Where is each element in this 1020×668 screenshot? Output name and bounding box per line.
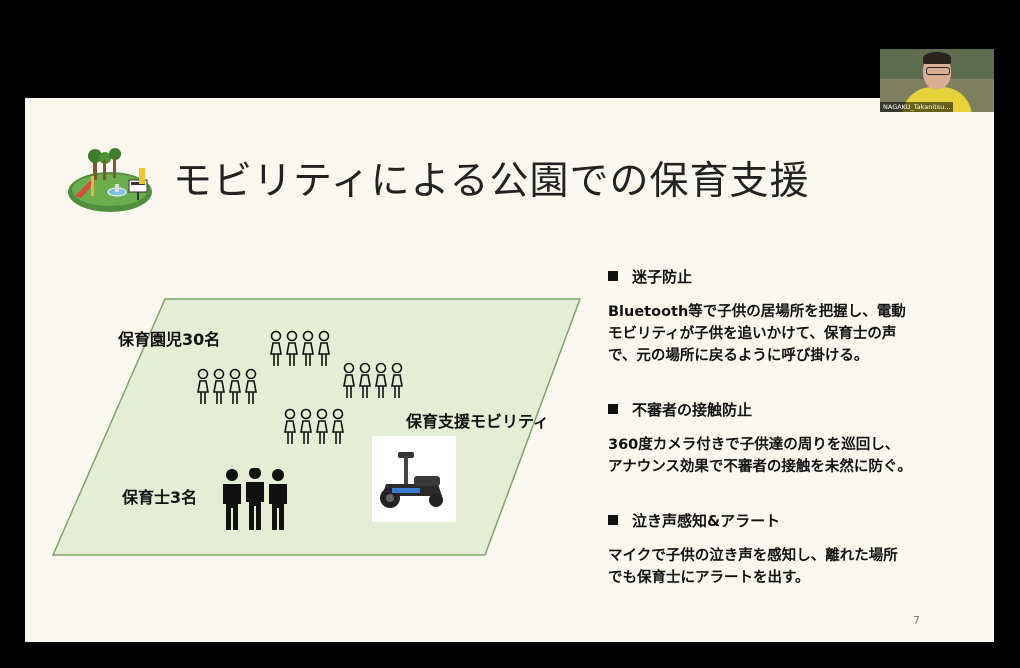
park-icon [68,148,152,212]
webcam-thumbnail[interactable]: NAGAKU_Takanitsu... [880,49,994,112]
children-group-3 [343,362,403,398]
feature-text-line: アナウンス効果で不審者の接触を未然に防ぐ。 [608,459,912,475]
caregivers-icon [223,468,287,530]
participant-glasses [926,67,950,75]
feature-crying-alert: 泣き声感知&アラート マイクで子供の泣き声を感知し、離れた場所 でも保育士にアラ… [608,510,988,589]
feature-text-line: でも保育士にアラートを出す。 [608,570,810,586]
feature-text-line: モビリティが子供を追いかけて、保育士の声 [608,326,897,342]
feature-text-line: マイクで子供の泣き声を感知し、離れた場所 [608,548,898,564]
feature-heading: 迷子防止 [632,268,693,286]
bullet-square-icon [608,515,618,525]
staff-label: 保育士3名 [122,488,198,507]
feature-list: 迷子防止 Bluetooth等で子供の居場所を把握し、電動 モビリティが子供を追… [608,266,988,621]
mobility-image [372,436,456,522]
feature-text-line: 360度カメラ付きで子供達の周りを巡回し、 [608,437,900,453]
participant-hair [923,52,951,64]
slide: モビリティによる公園での保育支援 保育園児30名 保育支援モビリティ 保育士3名 [25,98,994,642]
feature-heading: 泣き声感知&アラート [632,512,781,530]
feature-text-line: で、元の場所に戻るように呼び掛ける。 [608,348,869,364]
feature-heading: 不審者の接触防止 [632,401,753,419]
participant-name: NAGAKU_Takanitsu... [880,102,954,112]
bullet-square-icon [608,404,618,414]
feature-lost-child: 迷子防止 Bluetooth等で子供の居場所を把握し、電動 モビリティが子供を追… [608,266,988,367]
page-number: 7 [913,614,920,627]
feature-text-line: Bluetooth等で子供の居場所を把握し、電動 [608,304,906,320]
feature-stranger: 不審者の接触防止 360度カメラ付きで子供達の周りを巡回し、 アナウンス効果で不… [608,399,988,478]
mobility-label: 保育支援モビリティ [406,412,550,431]
children-group-2 [197,368,257,404]
slide-title: モビリティによる公園での保育支援 [173,159,810,204]
children-group-4 [284,408,344,444]
children-label: 保育園児30名 [118,330,221,349]
bullet-square-icon [608,271,618,281]
children-group-1 [270,330,330,366]
